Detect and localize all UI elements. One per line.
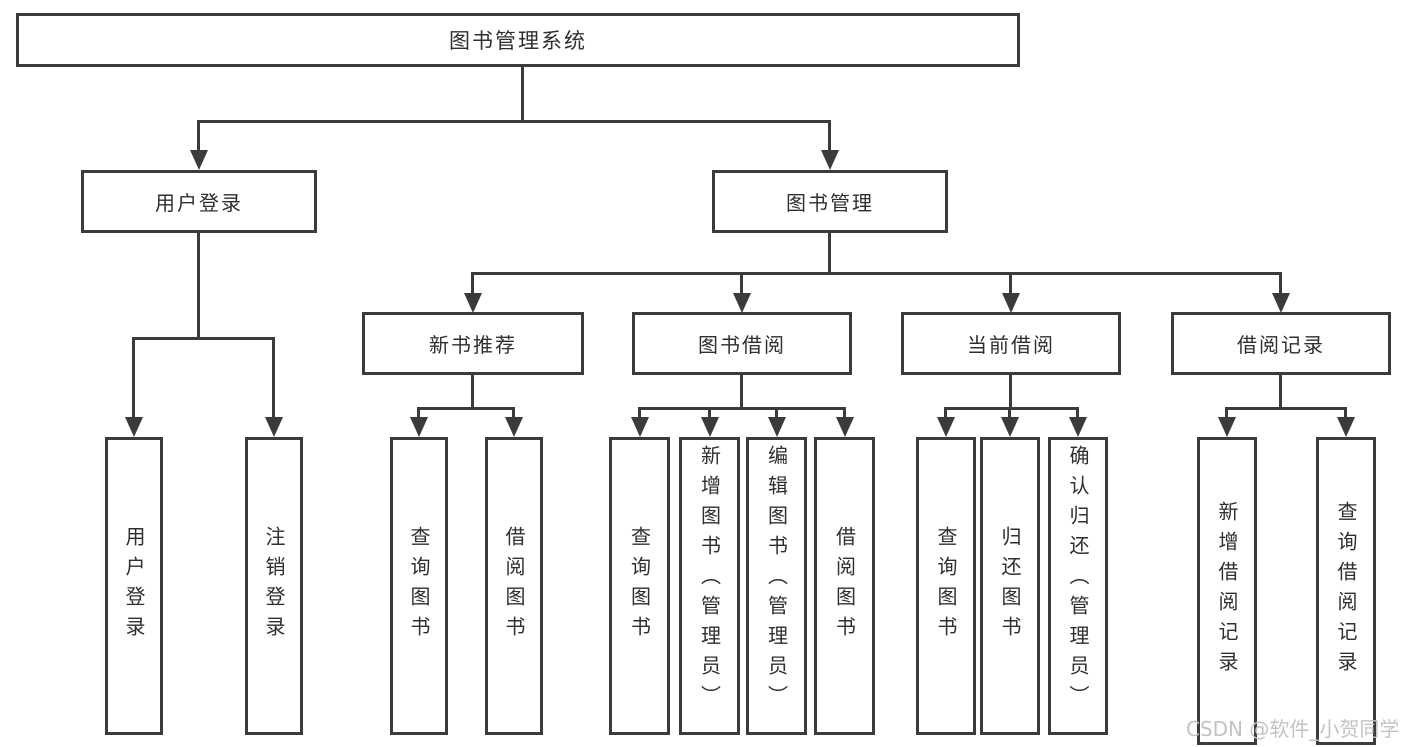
node-label: 查询图书 — [934, 526, 958, 646]
node-label: 新增借阅记录 — [1215, 501, 1239, 681]
connector-drop-leaf — [417, 407, 420, 419]
node-label: 新书推荐 — [429, 333, 517, 357]
arrow-down-icon — [1001, 417, 1019, 437]
node-label: 图书管理 — [786, 191, 874, 215]
connector-drop-leaf — [132, 337, 135, 419]
node-label: 新增图书（管理员） — [697, 445, 722, 715]
arrow-down-icon — [631, 417, 649, 437]
leaf-user-login: 用户登录 — [105, 437, 163, 735]
connector-drop-book-borrow — [740, 272, 743, 295]
node-label: 借阅图书 — [832, 526, 857, 646]
node-label: 当前借阅 — [967, 333, 1055, 357]
arrow-down-icon — [1069, 417, 1087, 437]
arrow-down-icon — [1337, 417, 1355, 437]
connector-borrow-records-trunk — [1279, 375, 1282, 409]
node-new-book-recommend: 新书推荐 — [362, 312, 584, 375]
connector-drop-new-book — [471, 272, 474, 295]
node-user-login: 用户登录 — [81, 170, 317, 233]
connector-split — [944, 407, 1079, 410]
node-label: 查询图书 — [627, 526, 652, 646]
connector-book-borrow-trunk — [740, 375, 743, 409]
leaf-confirm-return-admin: 确认归还（管理员） — [1048, 437, 1108, 735]
connector-root-trunk — [521, 67, 524, 122]
connector-drop-leaf — [843, 407, 846, 419]
arrow-down-icon — [464, 293, 482, 313]
node-label: 用户登录 — [122, 526, 146, 646]
arrow-down-icon — [937, 417, 955, 437]
leaf-add-borrow-record: 新增借阅记录 — [1197, 437, 1257, 745]
arrow-down-icon — [125, 417, 143, 437]
node-label: 借阅记录 — [1237, 333, 1325, 357]
connector-drop-leaf — [638, 407, 641, 419]
csdn-watermark: CSDN @软件_小贺同学 — [1186, 717, 1400, 741]
connector-drop-user-login — [197, 120, 200, 152]
arrow-down-icon — [821, 150, 839, 170]
arrow-down-icon — [1218, 417, 1236, 437]
node-current-borrowing: 当前借阅 — [901, 312, 1121, 375]
arrow-down-icon — [836, 417, 854, 437]
connector-drop-leaf — [1076, 407, 1079, 419]
node-label: 查询图书 — [407, 526, 431, 646]
arrow-down-icon — [768, 417, 786, 437]
leaf-borrow-books: 借阅图书 — [814, 437, 875, 735]
arrow-down-icon — [1272, 293, 1290, 313]
connector-new-book-trunk — [471, 375, 474, 409]
node-library-management-system: 图书管理系统 — [16, 13, 1020, 67]
node-book-borrowing: 图书借阅 — [632, 312, 852, 375]
leaf-edit-book-admin: 编辑图书（管理员） — [746, 437, 807, 735]
connector-current-borrow-trunk — [1009, 375, 1012, 409]
connector-drop-leaf — [1008, 407, 1011, 419]
leaf-return-book: 归还图书 — [980, 437, 1040, 735]
arrow-down-icon — [410, 417, 428, 437]
arrow-down-icon — [1002, 293, 1020, 313]
node-label: 查询借阅记录 — [1334, 501, 1358, 681]
connector-user-login-trunk — [197, 233, 200, 339]
node-book-management: 图书管理 — [712, 170, 948, 233]
connector-drop-leaf — [775, 407, 778, 419]
connector-book-mgmt-trunk — [828, 233, 831, 274]
connector-drop-leaf — [944, 407, 947, 419]
node-label: 图书借阅 — [698, 333, 786, 357]
node-borrowing-records: 借阅记录 — [1171, 312, 1391, 375]
connector-user-login-split — [132, 337, 275, 340]
leaf-logout: 注销登录 — [245, 437, 303, 735]
node-label: 确认归还（管理员） — [1066, 445, 1090, 715]
connector-drop-current-borrow — [1009, 272, 1012, 295]
connector-drop-leaf — [512, 407, 515, 419]
node-label: 注销登录 — [262, 526, 286, 646]
leaf-add-book-admin: 新增图书（管理员） — [679, 437, 740, 735]
connector-book-mgmt-split — [471, 272, 1282, 275]
node-label: 归还图书 — [998, 526, 1022, 646]
arrow-down-icon — [505, 417, 523, 437]
connector-drop-leaf — [708, 407, 711, 419]
connector-split — [638, 407, 846, 410]
arrow-down-icon — [190, 150, 208, 170]
connector-drop-leaf — [1225, 407, 1228, 419]
connector-drop-leaf — [1344, 407, 1347, 419]
node-label: 借阅图书 — [502, 526, 526, 646]
leaf-query-books-recommend: 查询图书 — [390, 437, 448, 735]
node-label: 编辑图书（管理员） — [764, 445, 789, 715]
connector-split — [417, 407, 515, 410]
connector-drop-leaf — [272, 337, 275, 419]
connector-split — [1225, 407, 1346, 410]
leaf-query-books-borrow: 查询图书 — [609, 437, 670, 735]
leaf-borrow-books-recommend: 借阅图书 — [485, 437, 543, 735]
connector-drop-book-mgmt — [828, 120, 831, 152]
node-label: 用户登录 — [155, 191, 243, 215]
leaf-query-borrow-record: 查询借阅记录 — [1316, 437, 1376, 745]
connector-drop-borrow-records — [1279, 272, 1282, 295]
arrow-down-icon — [265, 417, 283, 437]
arrow-down-icon — [701, 417, 719, 437]
node-label: 图书管理系统 — [449, 29, 587, 53]
arrow-down-icon — [733, 293, 751, 313]
connector-root-split — [197, 120, 831, 123]
leaf-query-books-current: 查询图书 — [916, 437, 976, 735]
